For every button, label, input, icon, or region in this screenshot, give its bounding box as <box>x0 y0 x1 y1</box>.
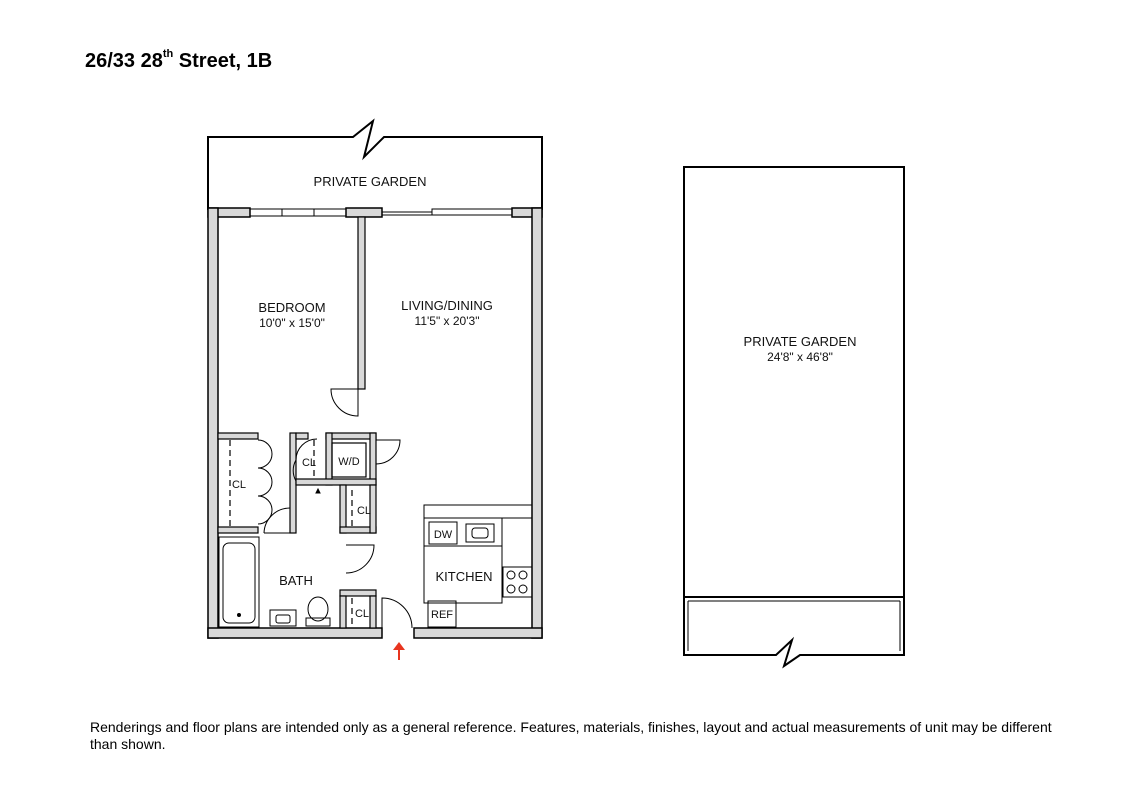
refrigerator-label: REF <box>431 609 453 621</box>
exterior-walls <box>207 207 543 639</box>
title-text: 26/33 28 <box>85 50 163 72</box>
private-garden-dims: 24'8" x 46'8" <box>767 350 833 364</box>
windows <box>249 208 513 217</box>
dishwasher-label: DW <box>434 529 453 541</box>
living-label: LIVING/DINING <box>401 298 493 313</box>
kitchen-fixtures <box>423 504 533 628</box>
title-text-end: Street, 1B <box>173 50 273 72</box>
washer-dryer-box <box>331 442 367 478</box>
kitchen-label: KITCHEN <box>435 569 492 584</box>
bedroom-label: BEDROOM <box>258 300 325 315</box>
washer-dryer-label: W/D <box>338 456 359 468</box>
closet-label-core: CL <box>357 505 371 517</box>
garden-strip-label: PRIVATE GARDEN <box>314 174 427 189</box>
disclaimer-text: Renderings and floor plans are intended … <box>90 719 1052 752</box>
private-garden-label: PRIVATE GARDEN <box>744 334 857 349</box>
title-superscript: th <box>162 48 174 61</box>
private-garden-plan <box>683 166 905 669</box>
bath-label: BATH <box>279 573 313 588</box>
living-dims: 11'5" x 20'3" <box>415 314 480 328</box>
page-title: 26/33 28th Street, 1B <box>85 48 273 73</box>
closet-label-hall: CL <box>302 457 316 469</box>
closet-rods <box>229 440 353 627</box>
interior-walls <box>217 216 377 629</box>
closet-label-bedroom: CL <box>232 479 246 491</box>
bedroom-dims: 10'0" x 15'0" <box>259 316 325 330</box>
door-swings <box>257 388 413 629</box>
bath-fixtures <box>218 487 331 628</box>
closet-label-entry: CL <box>355 608 369 620</box>
garden-strip <box>207 118 543 210</box>
entry-arrow-icon <box>393 642 405 660</box>
